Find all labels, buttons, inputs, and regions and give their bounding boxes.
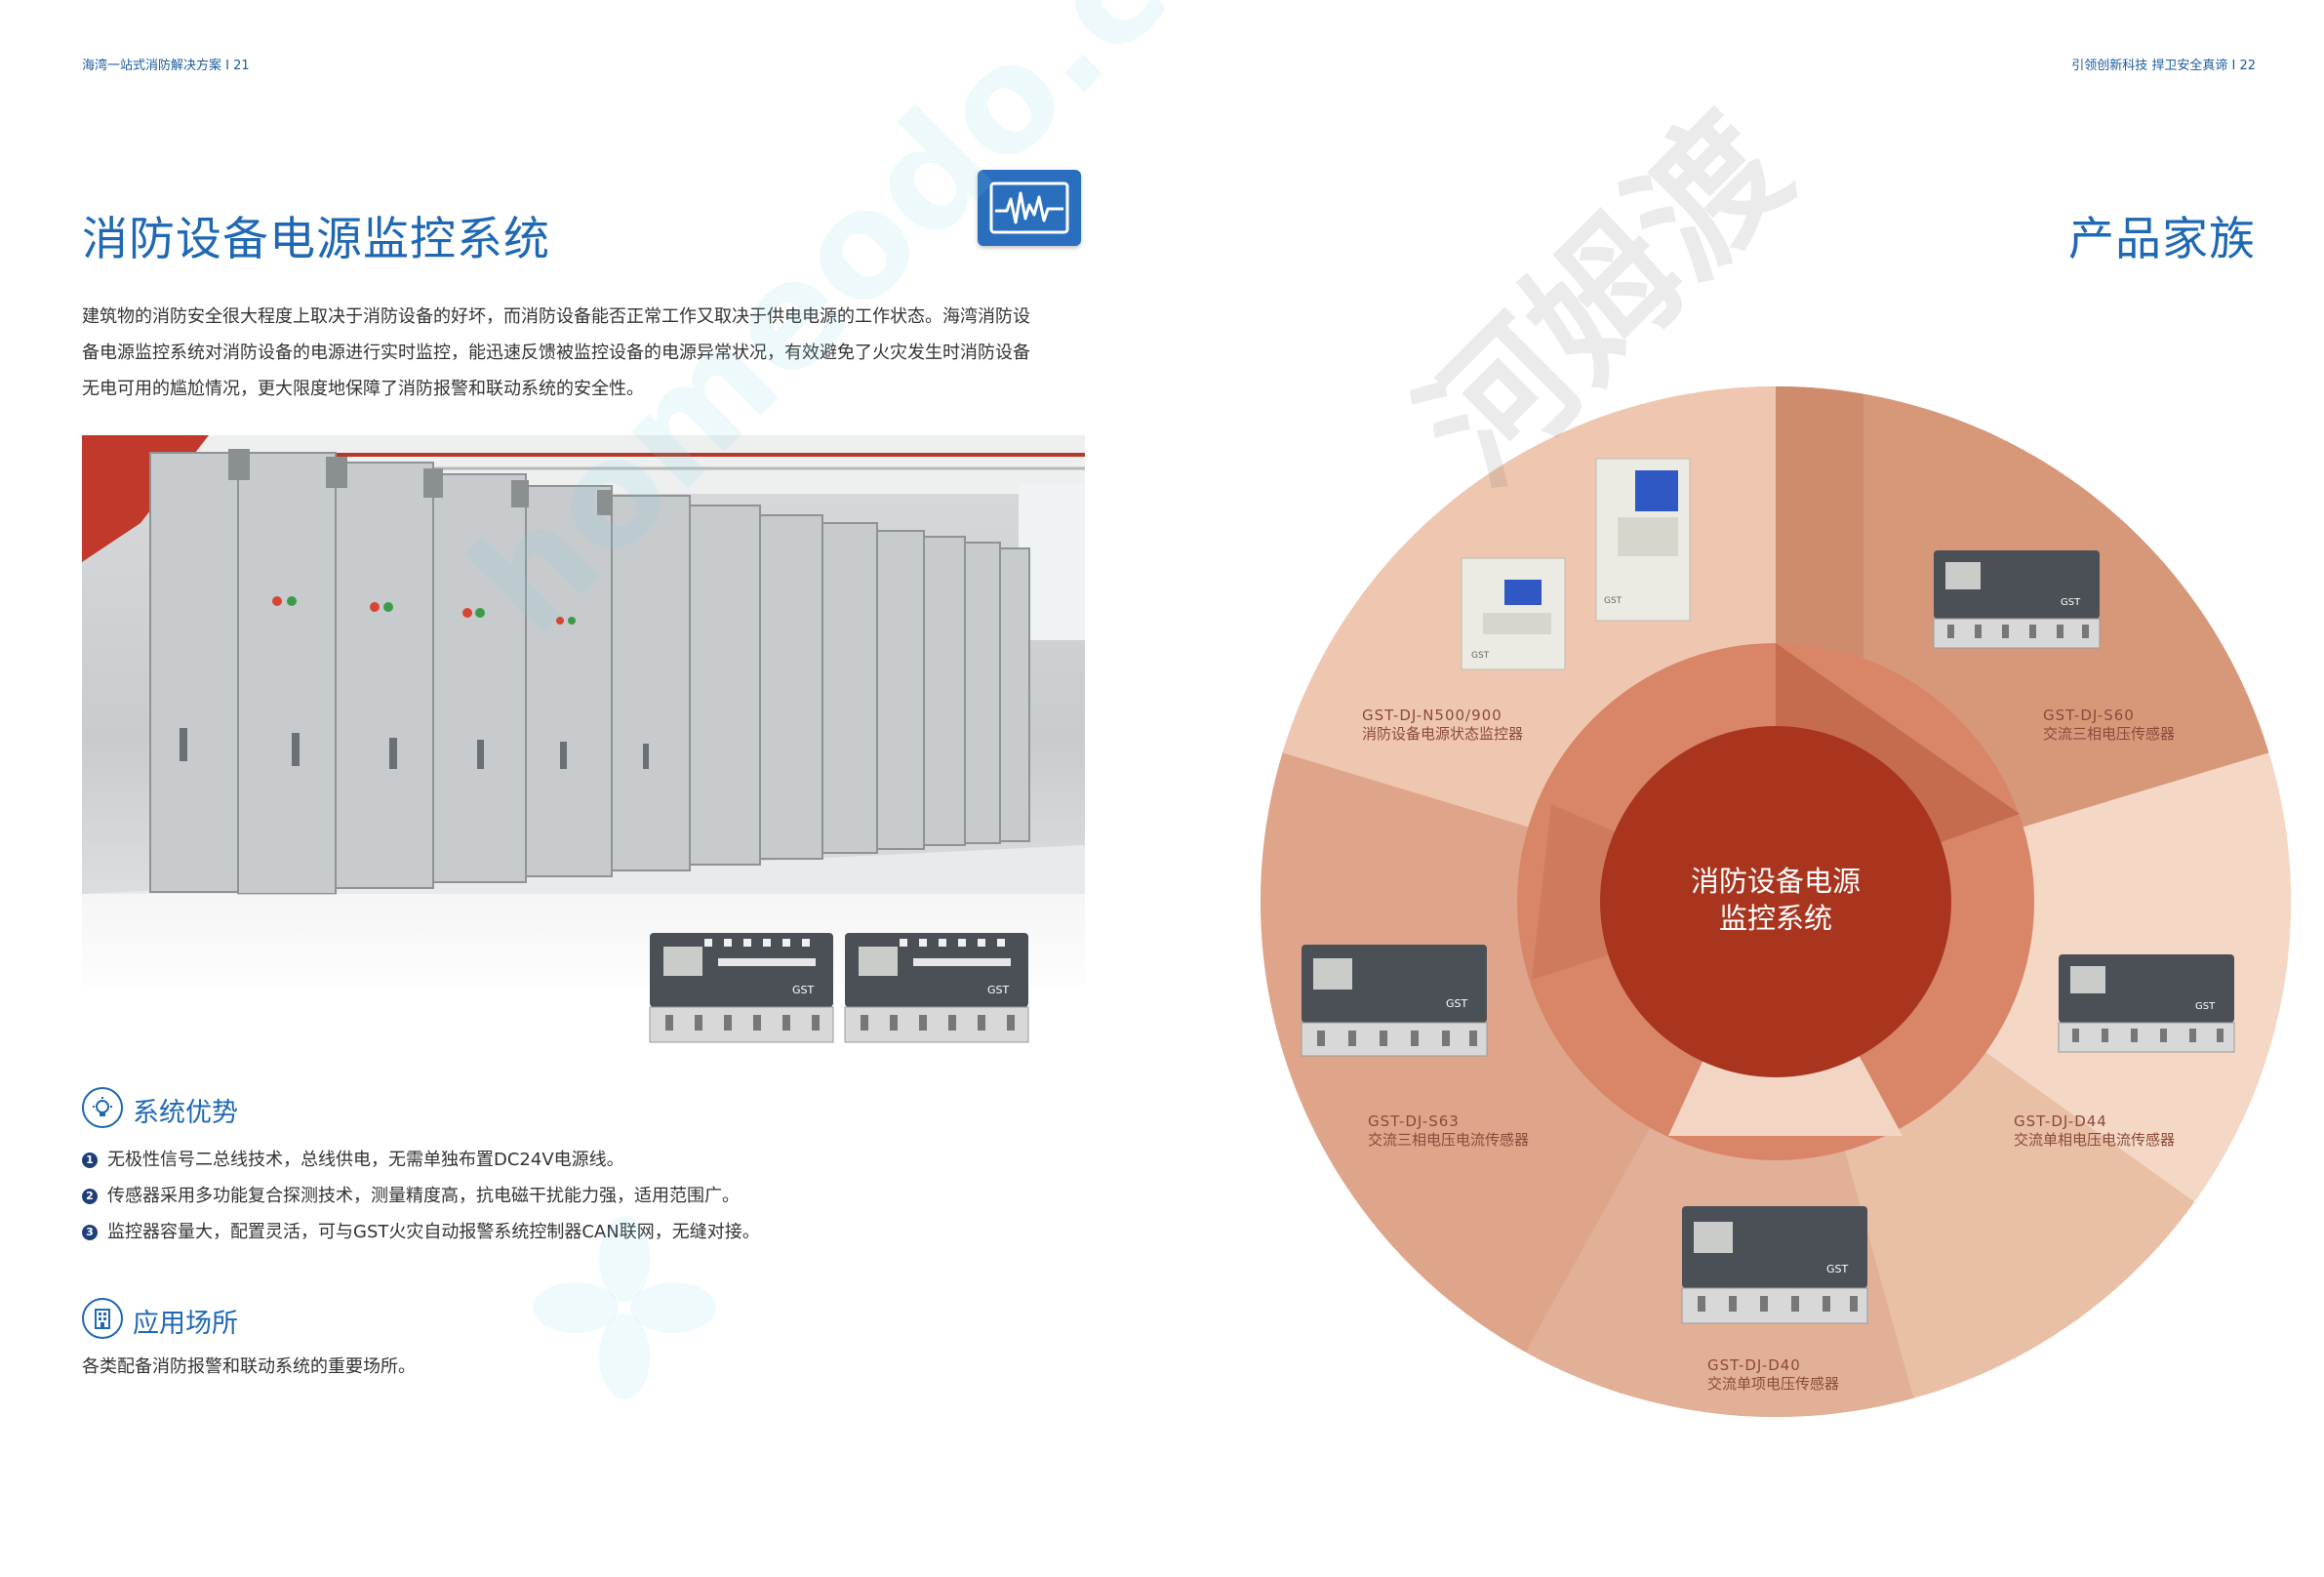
- svg-text:GST: GST: [1826, 1263, 1849, 1275]
- intro-line: 备电源监控系统对消防设备的电源进行实时监控，能迅速反馈被监控设备的电源异常状况，…: [82, 343, 1030, 363]
- device-label: GST-DJ-N500/900 消防设备电源状态监控器: [1362, 707, 1523, 744]
- device-model: GST-DJ-D44: [2014, 1112, 2107, 1130]
- device-label: GST-DJ-S60 交流三相电压传感器: [2043, 707, 2175, 744]
- center-title-line: 监控系统: [1718, 902, 1832, 935]
- device-name: 交流三相电压电流传感器: [1368, 1131, 1530, 1149]
- intro-line: 建筑物的消防安全很大程度上取决于消防设备的好坏，而消防设备能否正常工作又取决于供…: [82, 306, 1030, 327]
- device-name: 交流单相电压电流传感器: [2014, 1131, 2176, 1149]
- product-family-wheel: [1259, 375, 2293, 1433]
- wheel-center-title: 消防设备电源 监控系统: [1649, 863, 1903, 937]
- sensor-module-image: GST: [841, 929, 1036, 1054]
- device-label: GST-DJ-S63 交流三相电压电流传感器: [1368, 1112, 1529, 1150]
- building-icon: [82, 1298, 123, 1339]
- device-name: 交流三相电压传感器: [2043, 725, 2176, 743]
- list-item-text: 无极性信号二总线技术，总线供电，无需单独布置DC24V电源线。: [107, 1150, 624, 1170]
- list-number: 3: [82, 1224, 98, 1240]
- device-model: GST-DJ-S63: [1368, 1112, 1460, 1130]
- device-name: 消防设备电源状态监控器: [1362, 725, 1524, 743]
- device-model: GST-DJ-D40: [1707, 1356, 1801, 1374]
- monitor-device-image: GST: [1460, 556, 1567, 677]
- device-model: GST-DJ-S60: [2043, 707, 2135, 724]
- sensor-module-image: GST: [2055, 950, 2240, 1064]
- applications-text: 各类配备消防报警和联动系统的重要场所。: [82, 1356, 416, 1377]
- svg-text:GST: GST: [1446, 997, 1468, 1010]
- sensor-module-image: GST: [1930, 546, 2105, 660]
- list-number: 2: [82, 1188, 98, 1204]
- watermark-flower-icon: [527, 1210, 722, 1409]
- page-title: 消防设备电源监控系统: [82, 213, 550, 266]
- product-family-title: 产品家族: [2068, 213, 2256, 266]
- waveform-monitor-icon: [978, 170, 1081, 246]
- center-title-line: 消防设备电源: [1690, 865, 1861, 898]
- sensor-module-image: GST: [1678, 1202, 1873, 1335]
- svg-text:GST: GST: [792, 984, 815, 996]
- svg-text:GST: GST: [2061, 597, 2081, 608]
- device-label: GST-DJ-D40 交流单项电压传感器: [1707, 1356, 1839, 1394]
- list-item: 1 无极性信号二总线技术，总线供电，无需单独布置DC24V电源线。: [82, 1142, 760, 1178]
- sensor-module-image: GST: [646, 929, 841, 1054]
- applications-heading: 应用场所: [133, 1309, 238, 1339]
- advantages-heading: 系统优势: [133, 1098, 238, 1128]
- header-left-page-number: 海湾一站式消防解决方案 I 21: [82, 59, 250, 73]
- device-name: 交流单项电压传感器: [1707, 1375, 1840, 1393]
- svg-text:GST: GST: [2195, 1001, 2216, 1012]
- svg-text:GST: GST: [987, 984, 1010, 996]
- device-label: GST-DJ-D44 交流单相电压电流传感器: [2014, 1112, 2175, 1150]
- device-model: GST-DJ-N500/900: [1362, 707, 1503, 724]
- monitor-device-image: GST: [1594, 457, 1692, 627]
- advantages-list: 1 无极性信号二总线技术，总线供电，无需单独布置DC24V电源线。 2 传感器采…: [82, 1142, 760, 1250]
- list-item: 3 监控器容量大，配置灵活，可与GST火灾自动报警系统控制器CAN联网，无缝对接…: [82, 1214, 760, 1250]
- intro-line: 无电可用的尴尬情况，更大限度地保障了消防报警和联动系统的安全性。: [82, 379, 644, 399]
- lightbulb-gear-icon: [82, 1087, 123, 1128]
- intro-paragraph: 建筑物的消防安全很大程度上取决于消防设备的好坏，而消防设备能否正常工作又取决于供…: [82, 299, 1087, 407]
- list-item: 2 传感器采用多功能复合探测技术，测量精度高，抗电磁干扰能力强，适用范围广。: [82, 1178, 760, 1214]
- header-right-page-number: 引领创新科技 捍卫安全真谛 I 22: [2071, 59, 2256, 73]
- svg-text:GST: GST: [1471, 651, 1490, 661]
- list-item-text: 传感器采用多功能复合探测技术，测量精度高，抗电磁干扰能力强，适用范围广。: [107, 1186, 740, 1206]
- sensor-module-image: GST: [1298, 941, 1493, 1068]
- list-number: 1: [82, 1152, 98, 1168]
- list-item-text: 监控器容量大，配置灵活，可与GST火灾自动报警系统控制器CAN联网，无缝对接。: [107, 1222, 760, 1242]
- svg-text:GST: GST: [1604, 596, 1623, 606]
